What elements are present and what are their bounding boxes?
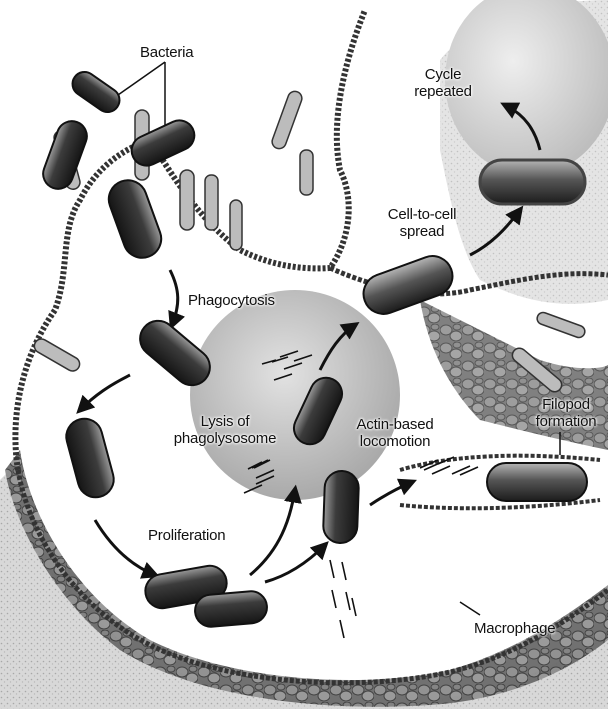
- label-cycle-line1: Cycle: [398, 66, 488, 83]
- bacterium: [480, 160, 585, 204]
- label-celltocell-line1: Cell-to-cell: [372, 206, 472, 223]
- label-bacteria: Bacteria: [140, 44, 193, 61]
- label-cell-to-cell-spread: Cell-to-cell spread: [372, 206, 472, 240]
- bacterium: [323, 470, 359, 543]
- bacterium: [194, 590, 269, 628]
- macrophage-nucleus: [190, 290, 400, 500]
- label-cycle-line2: repeated: [398, 83, 488, 100]
- label-cycle-repeated: Cycle repeated: [398, 66, 488, 100]
- label-phagocytosis: Phagocytosis: [188, 292, 275, 309]
- label-lysis-line2: phagolysosome: [165, 430, 285, 447]
- label-filopod-formation: Filopod formation: [524, 396, 608, 430]
- label-actin-based-locomotion: Actin-based locomotion: [340, 416, 450, 450]
- label-filopod-line1: Filopod: [524, 396, 608, 413]
- bacterium: [487, 463, 587, 501]
- label-proliferation: Proliferation: [148, 527, 225, 544]
- label-actin-line2: locomotion: [340, 433, 450, 450]
- label-actin-line1: Actin-based: [340, 416, 450, 433]
- label-lysis-line1: Lysis of: [165, 413, 285, 430]
- label-filopod-line2: formation: [524, 413, 608, 430]
- label-lysis-of-phagolysosome: Lysis of phagolysosome: [165, 413, 285, 447]
- label-celltocell-line2: spread: [372, 223, 472, 240]
- label-macrophage: Macrophage: [474, 620, 555, 637]
